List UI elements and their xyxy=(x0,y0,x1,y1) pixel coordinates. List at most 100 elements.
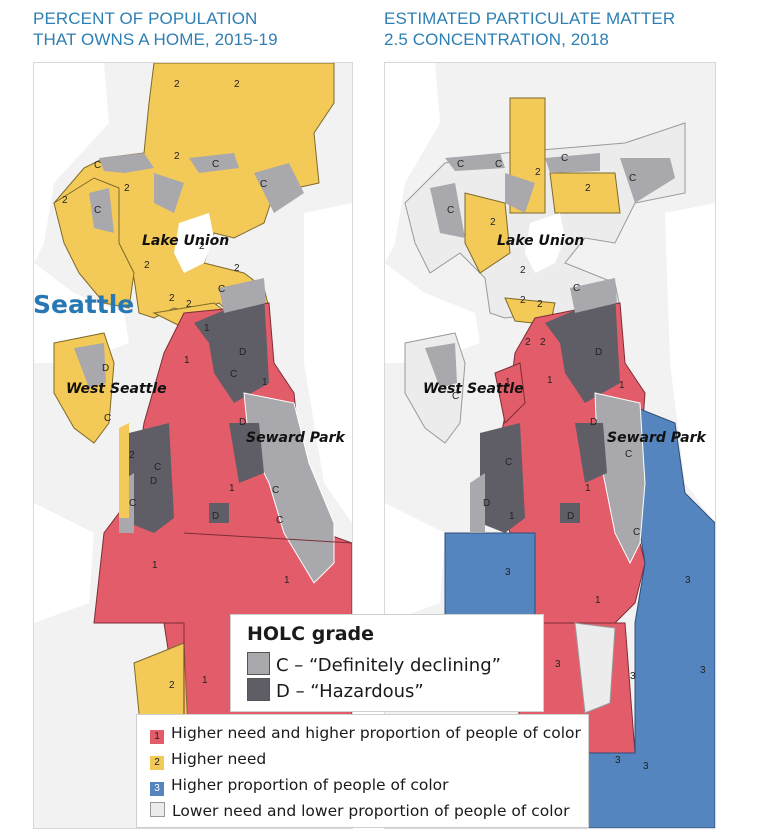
right-map-title: ESTIMATED PARTICULATE MATTER 2.5 CONCENT… xyxy=(384,8,675,50)
city-label-seattle: Seattle xyxy=(33,290,135,319)
left-code-2: 2 xyxy=(186,299,192,310)
right-code-3: 3 xyxy=(643,761,649,772)
left-code-2: 2 xyxy=(234,263,240,274)
left-yellow-strip xyxy=(119,423,129,518)
right-code-2: 2 xyxy=(525,337,531,348)
right-holc-d-central xyxy=(545,293,620,403)
left-code-c: C xyxy=(276,515,283,526)
left-holc-d-south-park xyxy=(129,423,174,533)
right-code-1: 1 xyxy=(505,377,511,388)
left-place-labels: Lake Union West Seattle Seward Park xyxy=(66,233,346,446)
right-code-2: 2 xyxy=(520,295,526,306)
right-water-duwamish xyxy=(385,503,445,623)
holc-legend: HOLC grade C – “Definitely declining” D … xyxy=(230,614,544,712)
right-code-2: 2 xyxy=(535,167,541,178)
holc-legend-title: HOLC grade xyxy=(247,623,374,645)
left-holc-c-north-1 xyxy=(99,153,154,173)
left-holc-d-rainier xyxy=(229,423,264,483)
left-holc-d-central xyxy=(194,293,269,403)
left-code-c: C xyxy=(94,160,101,171)
left-code-c: C xyxy=(218,284,225,295)
right-lake-union-water xyxy=(525,213,565,273)
need-label-2: Higher need xyxy=(171,750,267,768)
right-holc-d-rainier xyxy=(575,423,607,483)
left-title-line-2: THAT OWNS A HOME, 2015-19 xyxy=(33,30,278,49)
left-code-d: D xyxy=(212,511,219,522)
left-holc-c-north-2 xyxy=(189,153,239,173)
right-code-1: 1 xyxy=(595,595,601,606)
right-code-2: 2 xyxy=(537,299,543,310)
right-code-2: 2 xyxy=(540,337,546,348)
right-holc-c-delridge xyxy=(470,473,485,533)
right-code-d: D xyxy=(567,511,574,522)
left-code-c: C xyxy=(94,205,101,216)
right-code-3: 3 xyxy=(685,575,691,586)
right-code-3: 3 xyxy=(555,659,561,670)
left-code-1: 1 xyxy=(152,560,158,571)
need-label-4: Lower need and lower proportion of peopl… xyxy=(172,802,570,820)
left-holc-c-west-seattle xyxy=(74,343,106,388)
left-map-title: PERCENT OF POPULATION THAT OWNS A HOME, … xyxy=(33,8,278,50)
holc-legend-row-d: D – “Hazardous” xyxy=(247,678,424,702)
right-red-sliver xyxy=(494,362,526,425)
right-holc-c-wallingford xyxy=(505,173,535,213)
right-label-west-seattle: West Seattle xyxy=(423,381,524,397)
left-water-lake-washington xyxy=(304,203,352,523)
right-map-panel: 2 2 2 2 2 2 2 2 1 1 1 1 1 1 3 3 3 3 3 3 … xyxy=(384,62,716,829)
left-code-c: C xyxy=(129,498,136,509)
right-code-3: 3 xyxy=(505,567,511,578)
right-code-3: 3 xyxy=(615,755,621,766)
left-code-d: D xyxy=(239,347,246,358)
left-code-2: 2 xyxy=(129,450,135,461)
left-code-c: C xyxy=(104,413,111,424)
right-zone-codes: 2 2 2 2 2 2 2 2 1 1 1 1 1 1 3 3 3 3 3 3 … xyxy=(447,153,706,772)
need-label-3: Higher proportion of people of color xyxy=(171,776,449,794)
left-code-d: D xyxy=(239,417,246,428)
right-code-c: C xyxy=(561,153,568,164)
right-code-c: C xyxy=(633,527,640,538)
right-holc-d-small xyxy=(560,503,580,523)
left-code-1: 1 xyxy=(284,575,290,586)
left-lake-union-water xyxy=(174,213,214,273)
right-code-c: C xyxy=(447,205,454,216)
left-code-c: C xyxy=(260,179,267,190)
right-water-sound-north xyxy=(385,63,440,263)
left-label-seward-park: Seward Park xyxy=(246,430,346,446)
left-code-1: 1 xyxy=(229,483,235,494)
left-holc-c-central xyxy=(219,278,266,313)
right-code-c: C xyxy=(457,159,464,170)
left-code-2: 2 xyxy=(234,79,240,90)
left-code-2: 2 xyxy=(174,79,180,90)
left-holc-c-ballard xyxy=(89,188,114,233)
holc-legend-row-c: C – “Definitely declining” xyxy=(247,652,501,676)
right-code-d: D xyxy=(590,417,597,428)
left-code-1: 1 xyxy=(202,675,208,686)
left-code-1: 1 xyxy=(204,323,210,334)
left-label-west-seattle: West Seattle xyxy=(66,381,167,397)
right-place-labels: Lake Union West Seattle Seward Park xyxy=(423,233,707,446)
right-yellow-fremont xyxy=(464,192,511,274)
right-code-c: C xyxy=(452,391,459,402)
right-code-d: D xyxy=(483,498,490,509)
left-code-2: 2 xyxy=(169,293,175,304)
need-swatch-gray xyxy=(150,802,165,817)
right-title-line-1: ESTIMATED PARTICULATE MATTER xyxy=(384,9,676,28)
left-label-lake-union: Lake Union xyxy=(142,233,229,249)
left-code-d: D xyxy=(102,363,109,374)
right-code-1: 1 xyxy=(509,511,515,522)
need-swatch-red: 1 xyxy=(150,730,164,744)
right-code-3: 3 xyxy=(630,671,636,682)
right-label-seward-park: Seward Park xyxy=(607,430,707,446)
left-holc-d-small xyxy=(209,503,229,523)
right-code-d: D xyxy=(595,347,602,358)
left-ballard-yellow xyxy=(53,177,135,309)
right-gray-south-patch xyxy=(574,622,616,714)
left-zone-codes: 2 2 2 2 2 2 2 2 2 2 2 2 1 1 1 1 1 1 1 D … xyxy=(62,79,290,691)
left-code-c: C xyxy=(272,485,279,496)
left-code-2: 2 xyxy=(124,183,130,194)
right-holc-c-central xyxy=(570,278,617,313)
right-title-line-2: 2.5 CONCENTRATION, 2018 xyxy=(384,30,609,49)
right-code-3: 3 xyxy=(700,665,706,676)
